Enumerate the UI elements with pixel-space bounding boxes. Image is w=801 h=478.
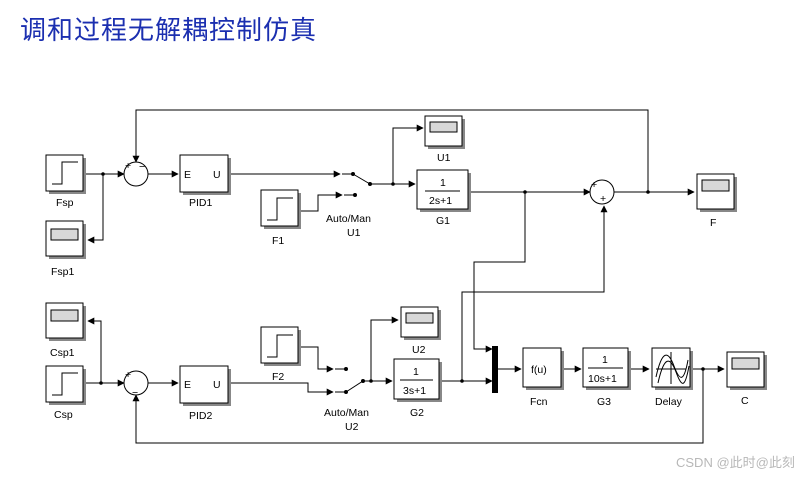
step-source-f2[interactable]: F2 (260, 326, 301, 383)
sum1-minus: − (139, 161, 145, 173)
transfer-fn-g1[interactable]: 1 2s+1 G1 (416, 169, 471, 227)
fcn-expression: f(u) (531, 364, 547, 376)
delay-label: Delay (655, 396, 683, 408)
pid2-e-port: E (184, 379, 191, 391)
u1-scope-label: U1 (437, 152, 451, 164)
scope-c[interactable]: C (726, 351, 767, 407)
pid2-block[interactable]: E U PID2 (179, 365, 231, 422)
manual-switch-2[interactable] (335, 367, 373, 394)
transfer-fn-g2[interactable]: 1 3s+1 G2 (393, 358, 442, 419)
mux-block[interactable] (492, 346, 498, 393)
sum3-plus-left: + (591, 179, 597, 191)
sum-block-3[interactable]: + + (589, 179, 615, 205)
switch2-label: Auto/Man (324, 407, 369, 419)
g3-numerator: 1 (602, 354, 608, 366)
g1-label: G1 (436, 215, 450, 227)
step-source-fsp[interactable]: Fsp (45, 154, 86, 209)
switch1-label: Auto/Man (326, 213, 371, 225)
scope-f[interactable]: F (696, 173, 737, 229)
sum3-plus-bottom: + (600, 193, 606, 205)
g3-label: G3 (597, 396, 611, 408)
sum-block-1[interactable]: + − (123, 160, 149, 187)
g2-numerator: 1 (413, 366, 419, 378)
fsp1-label: Fsp1 (51, 266, 75, 278)
sum1-plus: + (125, 160, 131, 172)
signal-lines (84, 109, 725, 444)
step-source-f1[interactable]: F1 (260, 189, 301, 247)
step-source-csp[interactable]: Csp (45, 365, 86, 421)
f1-label: F1 (272, 235, 284, 247)
switch2-name: U2 (345, 421, 359, 433)
f-scope-label: F (710, 217, 716, 229)
scope-u1[interactable]: U1 (424, 115, 465, 164)
sum-block-2[interactable]: + − (123, 369, 149, 399)
transfer-fn-g3[interactable]: 1 10s+1 G3 (582, 347, 631, 408)
junction-dots (99, 172, 705, 385)
g1-numerator: 1 (440, 177, 446, 189)
pid1-label: PID1 (189, 197, 213, 209)
sum2-minus: − (132, 387, 138, 399)
csp-label: Csp (54, 409, 73, 421)
g2-label: G2 (410, 407, 424, 419)
pid1-u-port: U (213, 169, 221, 181)
fsp-label: Fsp (56, 197, 74, 209)
manual-switch-1[interactable] (342, 172, 380, 197)
page-title: 调和过程无解耦控制仿真 (20, 16, 318, 46)
pid1-block[interactable]: E U PID1 (179, 154, 231, 209)
pid2-u-port: U (213, 379, 221, 391)
sum2-plus: + (125, 369, 131, 381)
delay-block[interactable]: Delay (651, 347, 693, 408)
f2-label: F2 (272, 371, 284, 383)
g2-denominator: 3s+1 (403, 385, 426, 397)
fcn-block[interactable]: f(u) Fcn (522, 347, 564, 408)
u2-scope-label: U2 (412, 344, 426, 356)
g1-denominator: 2s+1 (429, 195, 452, 207)
scope-u2[interactable]: U2 (400, 306, 441, 356)
g3-denominator: 10s+1 (588, 373, 617, 385)
watermark: CSDN @此时@此刻 (676, 455, 795, 470)
fcn-label: Fcn (530, 396, 548, 408)
scope-csp1[interactable]: Csp1 (45, 302, 86, 359)
pid2-label: PID2 (189, 410, 213, 422)
switch1-name: U1 (347, 227, 361, 239)
csp1-label: Csp1 (50, 347, 75, 359)
scope-fsp1[interactable]: Fsp1 (45, 220, 86, 278)
pid1-e-port: E (184, 169, 191, 181)
c-scope-label: C (741, 395, 749, 407)
